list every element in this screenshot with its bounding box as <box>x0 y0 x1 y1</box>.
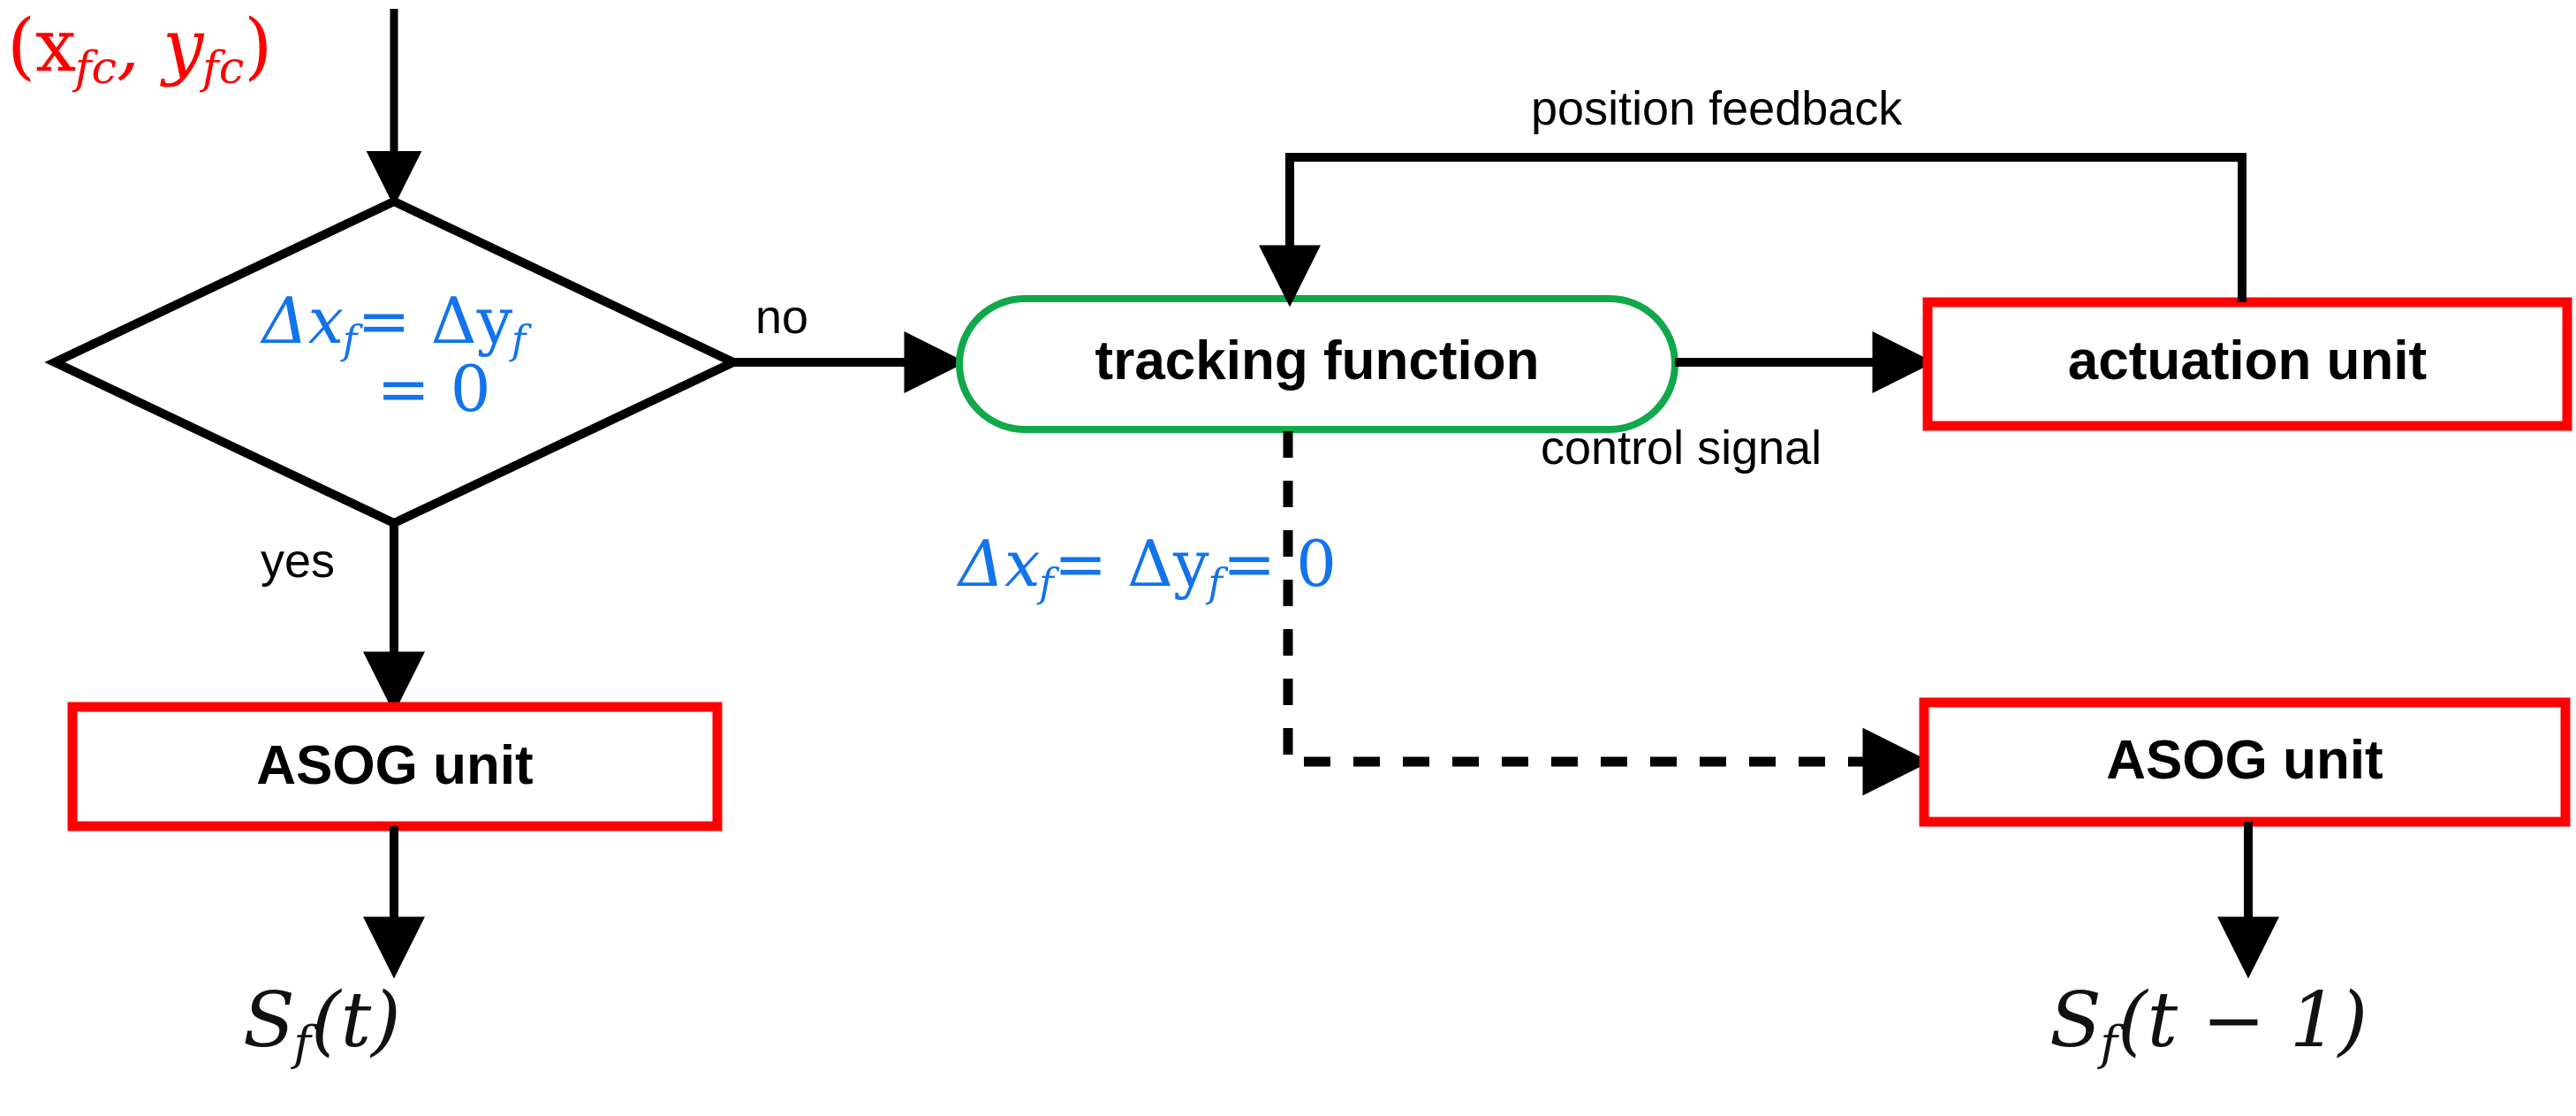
branch-yes-label: yes <box>261 535 336 588</box>
output-left-s: S <box>243 976 295 1065</box>
output-right-sub: f <box>2100 1015 2118 1071</box>
asog-unit-right-label[interactable]: ASOG unit <box>2106 730 2383 791</box>
output-right-label: Sf(t − 1) <box>2049 983 2368 1067</box>
decision-condition-label: Δxf= Δyf = 0 <box>129 289 659 426</box>
output-right-arg: (t − 1) <box>2118 976 2368 1065</box>
delta-zero-annotation: Δxf= Δyf= 0 <box>958 532 1337 604</box>
decision-line2: = 0 <box>376 351 491 426</box>
output-left-arg: (t) <box>311 976 401 1065</box>
decision-line1-a: Δx <box>261 284 345 358</box>
input-mid: , y <box>117 4 204 88</box>
control-signal-label: control signal <box>1541 421 1822 474</box>
decision-sub-f-2: f <box>511 317 527 364</box>
input-sub-fc-2: fc <box>201 42 245 95</box>
delta-ann-sub-1: f <box>1039 560 1054 607</box>
output-left-sub: f <box>293 1015 312 1071</box>
actuation-unit-label[interactable]: actuation unit <box>2067 330 2428 391</box>
branch-no-label: no <box>755 291 809 344</box>
input-close-paren: ) <box>244 4 273 88</box>
edge-dashed-to-asog-right <box>1283 431 1931 796</box>
tracking-function-label[interactable]: tracking function <box>1095 330 1540 391</box>
delta-ann-c: = 0 <box>1222 527 1337 601</box>
edge-position-feedback <box>1259 153 2246 307</box>
asog-unit-right-box <box>1919 697 2571 827</box>
delta-ann-a: Δx <box>958 527 1041 601</box>
asog-unit-left-label[interactable]: ASOG unit <box>256 735 534 796</box>
decision-sub-f-1: f <box>342 317 358 364</box>
position-feedback-label: position feedback <box>1531 82 1903 135</box>
delta-ann-sub-2: f <box>1208 560 1223 607</box>
output-left-label: Sf(t) <box>243 983 401 1067</box>
input-sub-fc-1: fc <box>74 42 117 95</box>
decision-line1-b: = Δy <box>357 284 513 358</box>
output-right-s: S <box>2049 976 2102 1065</box>
delta-ann-b: = Δy <box>1053 527 1209 601</box>
input-coordinate-label: (xfc, yfc) <box>7 11 272 91</box>
actuation-unit-box <box>1922 297 2572 431</box>
input-open-paren: (x <box>7 4 77 88</box>
